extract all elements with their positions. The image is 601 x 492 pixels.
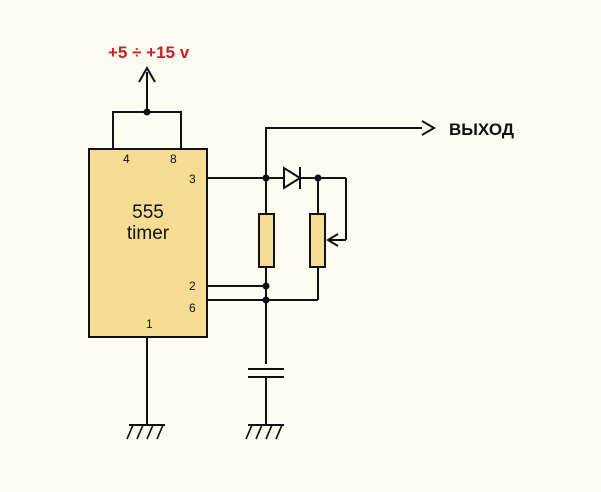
pin-2-label: 2 xyxy=(189,279,196,293)
pot-wiper-arrow xyxy=(326,233,339,247)
pin-3-label: 3 xyxy=(189,172,196,186)
supply-connection xyxy=(112,65,182,149)
pin-8-label: 8 xyxy=(170,152,177,166)
junction-pin2 xyxy=(262,282,270,290)
junction-diode xyxy=(314,174,322,182)
diode-triangle xyxy=(283,166,302,190)
ground-symbol-left xyxy=(126,424,165,440)
pot-body xyxy=(309,213,326,268)
junction-pin3 xyxy=(262,174,270,182)
junction-pin6 xyxy=(262,296,270,304)
pin-1-label: 1 xyxy=(146,317,153,331)
potentiometer xyxy=(309,178,347,300)
supply-junction xyxy=(143,108,151,116)
supply-arrow-head xyxy=(138,65,156,83)
chip-label-timer: timer xyxy=(127,223,170,244)
ground-symbol-right xyxy=(245,424,284,440)
timer-chip xyxy=(88,148,208,338)
pin-4-label: 4 xyxy=(123,152,130,166)
supply-label: +5 ÷ +15 v xyxy=(108,43,190,62)
output-label: ВЫХОД xyxy=(449,120,514,139)
pin-6-label: 6 xyxy=(189,301,196,315)
output-arrow-head xyxy=(421,120,436,136)
chip-label-555: 555 xyxy=(132,202,164,223)
diode xyxy=(283,166,346,190)
output-connection xyxy=(207,120,436,179)
resistor-body xyxy=(258,213,275,268)
pin4-pin8-loop xyxy=(112,111,182,149)
